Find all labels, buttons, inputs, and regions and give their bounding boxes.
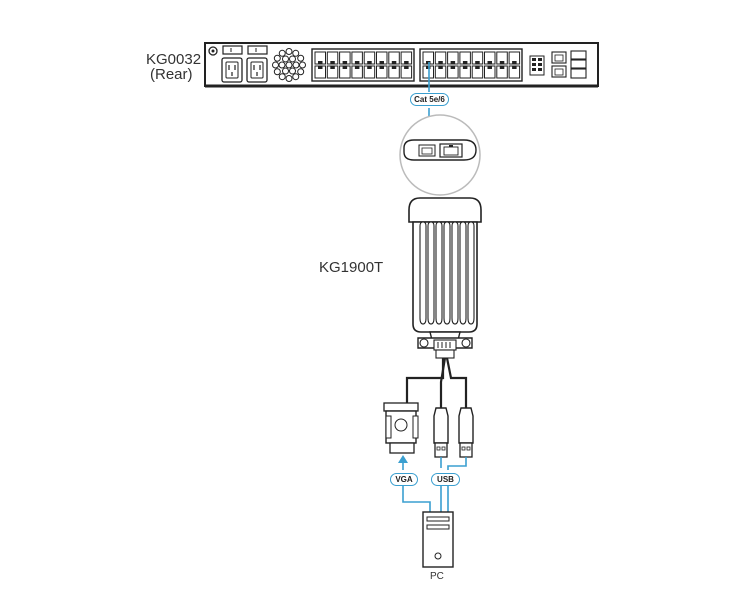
pc-label: PC bbox=[430, 571, 444, 582]
console-ports bbox=[551, 50, 587, 79]
breakout-cables bbox=[405, 357, 468, 408]
usb-connector-2 bbox=[458, 407, 474, 458]
switch-model-label: KG0032 bbox=[146, 51, 202, 68]
port-bank-2 bbox=[419, 48, 523, 82]
pc-connection-lines bbox=[398, 455, 467, 512]
usb-tag: USB bbox=[431, 473, 460, 486]
kvm-switch-rear-panel bbox=[204, 42, 599, 88]
power-socket-1 bbox=[221, 57, 243, 83]
power-socket-2 bbox=[246, 57, 268, 83]
usb-connector-1 bbox=[433, 407, 449, 458]
fan-vent-icon bbox=[272, 48, 306, 82]
power-switch-1 bbox=[222, 45, 243, 55]
dip-switch-block bbox=[529, 55, 545, 76]
switch-side-label: (Rear) bbox=[150, 66, 193, 83]
cable-type-tag: Cat 5e/6 bbox=[410, 93, 449, 106]
port-bank-1 bbox=[311, 48, 415, 82]
power-switch-2 bbox=[247, 45, 268, 55]
vga-connector bbox=[383, 402, 419, 454]
adapter-fins bbox=[419, 221, 475, 325]
adapter-model-label: KG1900T bbox=[319, 259, 384, 276]
pc-tower-icon bbox=[422, 511, 454, 568]
vga-tag: VGA bbox=[390, 473, 418, 486]
port-zoom-circle bbox=[399, 114, 481, 196]
kg1900t-adapter bbox=[408, 197, 482, 359]
